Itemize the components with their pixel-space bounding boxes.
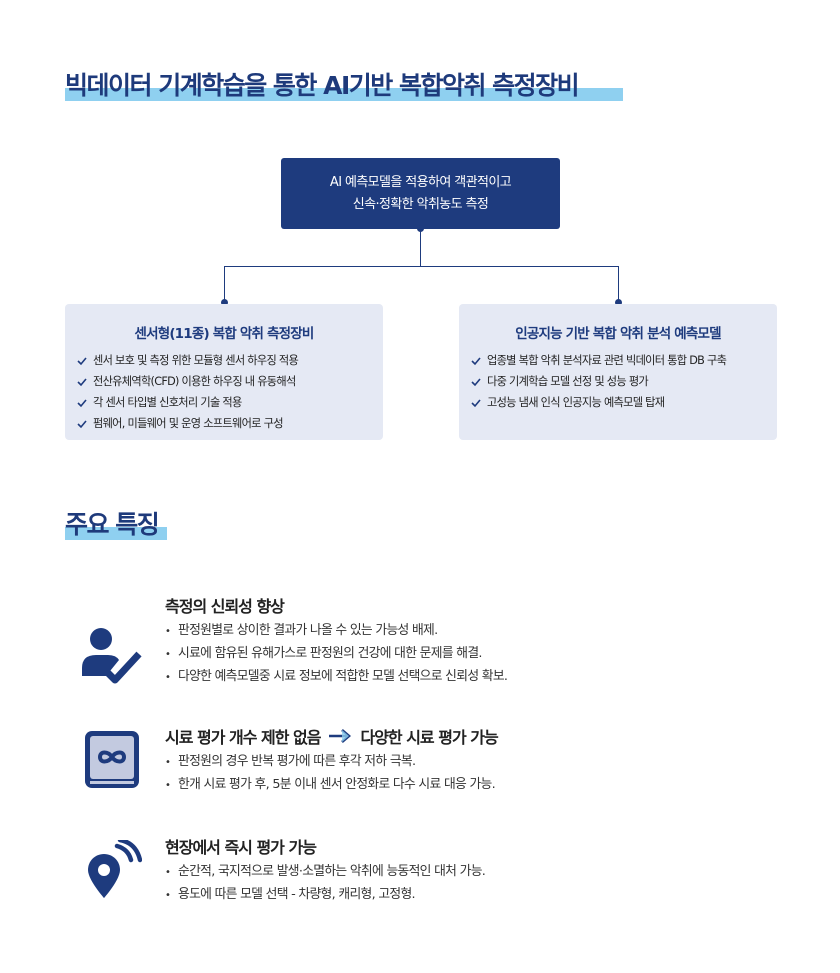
list-item: 순간적, 국지적으로 발생·소멸하는 악취에 능동적인 대처 가능. [165,861,486,884]
check-icon [471,398,481,407]
left-card-title: 센서형(11종) 복합 악취 측정장비 [134,326,314,342]
check-icon [471,356,481,365]
top-summary-box: AI 예측모델을 적용하여 객관적이고 신속·정확한 악취농도 측정 [281,158,560,229]
top-box-line1: AI 예측모델을 적용하여 객관적이고 [329,174,512,190]
feature-list-onsite: 순간적, 국지적으로 발생·소멸하는 악취에 능동적인 대처 가능. 용도에 따… [165,861,486,907]
right-card-title: 인공지능 기반 복합 악취 분석 예측모델 [515,326,721,342]
list-item: 센서 보호 및 측정 위한 모듈형 센서 하우징 적용 [77,350,299,371]
list-item: 업종별 복합 악취 분석자료 관련 빅데이터 통합 DB 구축 [471,350,727,371]
connector-vertical-right [618,266,619,302]
list-item: 다중 기계학습 모델 선정 및 성능 평가 [471,371,726,392]
arrow-right-icon [329,729,352,743]
connector-dot-right [615,299,622,306]
feature-title-reliability: 측정의 신뢰성 향상 [165,597,285,616]
features-title-underline [65,527,167,540]
check-icon [471,377,481,386]
connector-dot-top [417,225,424,232]
feature-list-unlimited: 판정원의 경우 반복 평가에 따른 후각 저하 극복. 한개 시료 평가 후, … [165,751,496,797]
list-item: 펌웨어, 미들웨어 및 운영 소프트웨어로 구성 [77,413,298,434]
title-underline [65,88,623,101]
right-card-ai-model: 인공지능 기반 복합 악취 분석 예측모델 업종별 복합 악취 분석자료 관련 … [459,304,777,440]
feature-title-onsite: 현장에서 즉시 평가 가능 [165,838,317,857]
feature-title-unlimited-a: 시료 평가 개수 제한 없음 [165,728,321,747]
connector-horizontal [224,266,619,267]
list-item: 한개 시료 평가 후, 5분 이내 센서 안정화로 다수 시료 대응 가능. [165,774,496,797]
check-icon [77,377,87,386]
list-item: 판정원별로 상이한 결과가 나올 수 있는 가능성 배제. [165,620,507,643]
top-box-line2: 신속·정확한 악취농도 측정 [352,196,489,212]
list-item: 고성능 냄새 인식 인공지능 예측모델 탑재 [471,392,726,413]
connector-vertical-main [420,229,421,267]
list-item: 전산유체역학(CFD) 이용한 하우징 내 유동해석 [77,371,298,392]
check-icon [77,419,87,428]
infinity-book-icon [85,731,139,788]
connector-dot-left [221,299,228,306]
left-card-list: 센서 보호 및 측정 위한 모듈형 센서 하우징 적용 전산유체역학(CFD) … [77,350,299,434]
left-card-sensor-device: 센서형(11종) 복합 악취 측정장비 센서 보호 및 측정 위한 모듈형 센서… [65,304,383,440]
location-signal-icon [88,840,142,898]
list-item: 시료에 함유된 유해가스로 판정원의 건강에 대한 문제를 해결. [165,643,507,666]
connector-vertical-left [224,266,225,302]
check-icon [77,398,87,407]
list-item: 용도에 따른 모델 선택 - 차량형, 캐리형, 고정형. [165,884,485,907]
feature-title-unlimited-b: 다양한 시료 평가 가능 [360,728,498,747]
list-item: 다양한 예측모델중 시료 정보에 적합한 모델 선택으로 신뢰성 확보. [165,666,508,689]
check-icon [77,356,87,365]
right-card-list: 업종별 복합 악취 분석자료 관련 빅데이터 통합 DB 구축 다중 기계학습 … [471,350,727,413]
main-title: 빅데이터 기계학습을 통한 AI기반 복합악취 측정장비 [65,71,580,100]
features-title: 주요 특징 [65,510,160,539]
user-check-icon [82,628,142,684]
list-item: 판정원의 경우 반복 평가에 따른 후각 저하 극복. [165,751,495,774]
feature-title-unlimited: 시료 평가 개수 제한 없음 다양한 시료 평가 가능 [165,724,499,748]
feature-list-reliability: 판정원별로 상이한 결과가 나올 수 있는 가능성 배제. 시료에 함유된 유해… [165,620,508,689]
list-item: 각 센서 타입별 신호처리 기술 적용 [77,392,298,413]
